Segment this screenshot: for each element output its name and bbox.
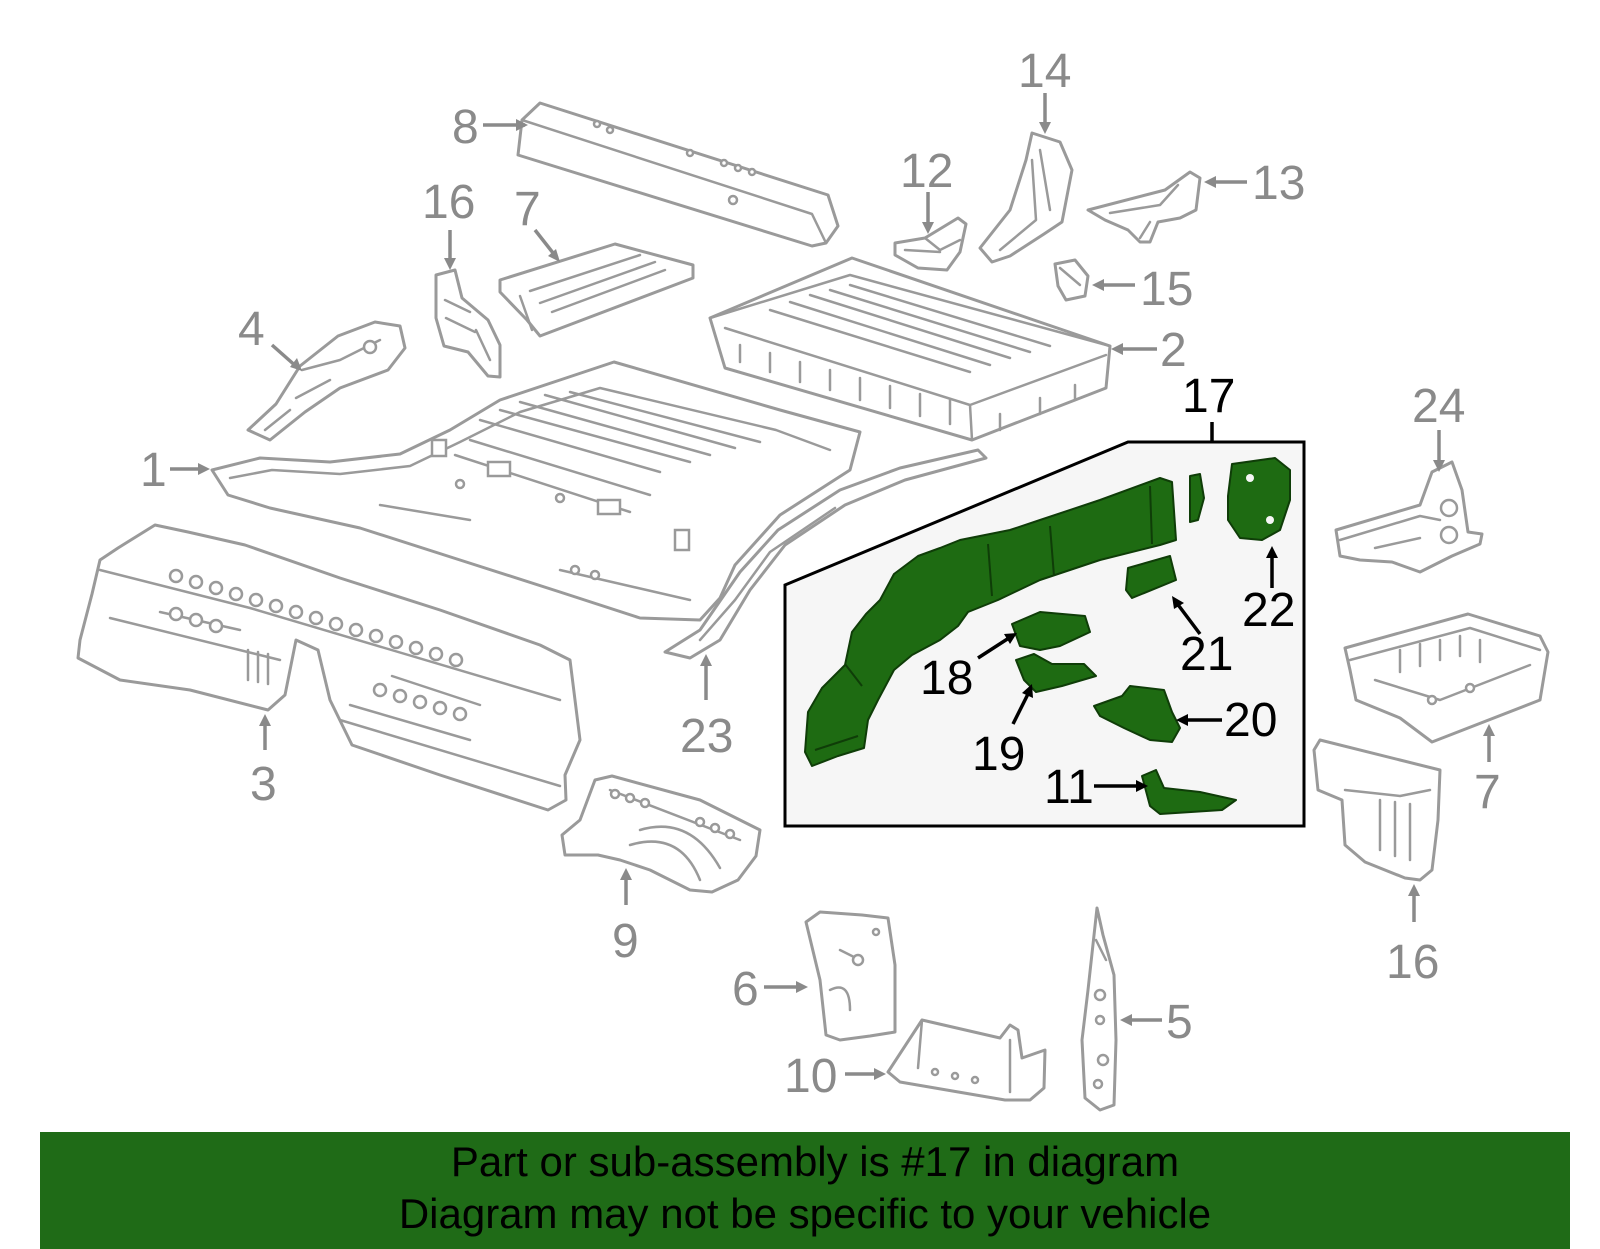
part-16b-shape: [1312, 738, 1442, 882]
callout-2: 2: [1160, 324, 1187, 377]
callout-13: 13: [1252, 157, 1305, 210]
part-17-highlight-bracket-a: [1189, 473, 1205, 523]
part-17-highlight-rail: [804, 477, 1177, 767]
callout-1: 1: [140, 444, 167, 497]
callout-7b: 7: [1474, 766, 1501, 819]
callout-5: 5: [1166, 996, 1193, 1049]
part-21-highlight: [1125, 555, 1177, 599]
part-14-shape: [978, 131, 1074, 264]
part-23-shape: [663, 448, 988, 660]
part-19-highlight: [1015, 653, 1097, 693]
part-11-highlight: [1141, 769, 1237, 815]
callout-18: 18: [920, 652, 973, 705]
part-20-highlight: [1093, 685, 1181, 743]
part-1-shape: [210, 360, 862, 622]
part-22-highlight: [1227, 457, 1291, 541]
part-7a-shape: [498, 242, 695, 338]
banner-line-2: Diagram may not be specific to your vehi…: [398, 1190, 1212, 1237]
callout-8: 8: [452, 101, 479, 154]
info-banner: Part or sub-assembly is #17 in diagram D…: [40, 1132, 1570, 1249]
callout-23: 23: [680, 710, 733, 763]
callout-6: 6: [732, 963, 759, 1016]
callout-15: 15: [1140, 263, 1193, 316]
part-10-shape: [886, 1018, 1047, 1102]
part-6-shape: [804, 910, 897, 1042]
part-12-shape: [893, 216, 968, 272]
part-9-shape: [560, 774, 762, 894]
part-18-highlight: [1011, 611, 1091, 651]
callout-12: 12: [900, 145, 953, 198]
callout-21: 21: [1180, 628, 1233, 681]
callout-4: 4: [238, 303, 265, 356]
callout-19: 19: [972, 728, 1025, 781]
callout-17: 17: [1182, 370, 1235, 423]
part-8-shape: [516, 101, 840, 248]
callout-22: 22: [1242, 584, 1295, 637]
callout-10: 10: [784, 1050, 837, 1103]
callout-24: 24: [1412, 380, 1465, 433]
callout-11: 11: [1044, 761, 1094, 814]
callout-14: 14: [1018, 45, 1071, 98]
part-5-shape: [1080, 906, 1118, 1112]
callout-9: 9: [612, 915, 639, 968]
part-24-shape: [1334, 460, 1484, 574]
part-13-shape: [1086, 170, 1202, 244]
callout-3: 3: [250, 758, 277, 811]
part-15-shape: [1053, 258, 1090, 302]
part-2-shape: [708, 256, 1112, 442]
callout-20: 20: [1224, 694, 1277, 747]
callout-16a: 16: [422, 176, 475, 229]
part-16a-shape: [434, 268, 502, 379]
part-7b-shape: [1343, 612, 1550, 744]
callout-16b: 16: [1386, 936, 1439, 989]
banner-line-1: Part or sub-assembly is #17 in diagram: [450, 1138, 1180, 1185]
callout-7a: 7: [514, 183, 541, 236]
part-3-shape: [76, 523, 582, 812]
part-4-shape: [246, 320, 407, 442]
